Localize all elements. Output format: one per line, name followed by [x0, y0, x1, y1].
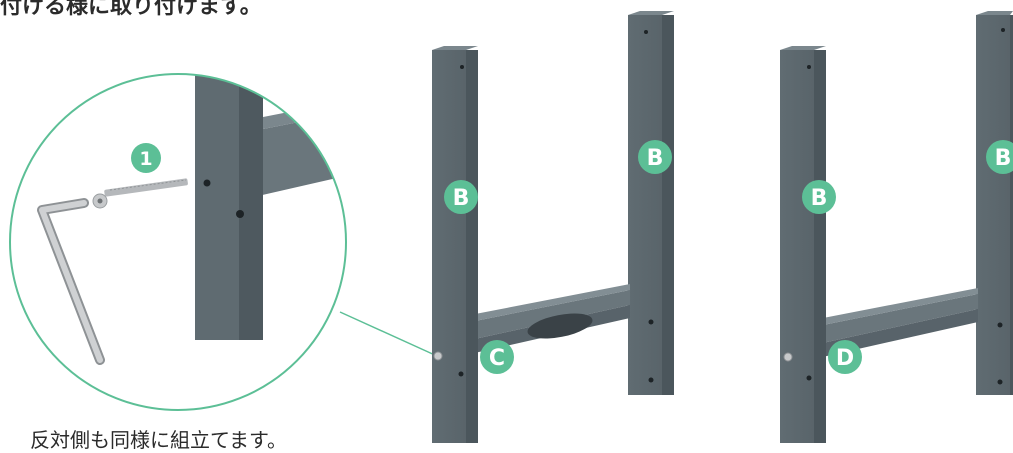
instruction-text-bottom: 反対側も同様に組立てます。	[30, 428, 287, 452]
frame-left-upright-front	[432, 50, 466, 443]
frame-right-crossbar	[818, 294, 978, 344]
frame-left	[432, 11, 674, 443]
crossbar-c-handle-slot	[527, 313, 593, 339]
svg-text:B: B	[647, 146, 664, 171]
svg-text:B: B	[453, 186, 470, 211]
zoom-circle-border	[9, 73, 347, 411]
zoom-post-front	[195, 74, 239, 340]
svg-text:B: B	[995, 146, 1012, 171]
zoom-bolt-hole-lower	[236, 210, 244, 218]
screw-icon	[92, 178, 188, 209]
zoom-post-side	[239, 74, 263, 340]
instruction-text-top: 付ける様に取り付けます。	[0, 0, 262, 19]
frame-right-upright-back	[976, 15, 1010, 395]
callout-c: C	[480, 340, 514, 374]
svg-text:D: D	[836, 346, 854, 371]
hex-key-icon	[37, 198, 105, 365]
callout-b-right-front: B	[802, 180, 836, 214]
frame-right-upright-front	[780, 50, 814, 443]
frame-left-crossbar	[470, 290, 630, 340]
callout-b-right-back: B	[986, 140, 1013, 174]
step-badge	[131, 143, 161, 173]
callout-d: D	[828, 340, 862, 374]
callout-b-left-back: B	[638, 140, 672, 174]
zoom-detail: 1	[9, 73, 347, 411]
frame-right	[780, 11, 1013, 443]
step-number: 1	[139, 148, 152, 170]
svg-text:C: C	[489, 346, 505, 371]
assembly-illustration: 1	[9, 11, 1013, 443]
callout-leader-line	[339, 311, 438, 357]
frame-left-upright-back	[628, 15, 662, 395]
zoom-bolt-hole-upper	[203, 179, 211, 187]
svg-text:B: B	[811, 186, 828, 211]
callout-b-left-front: B	[444, 180, 478, 214]
